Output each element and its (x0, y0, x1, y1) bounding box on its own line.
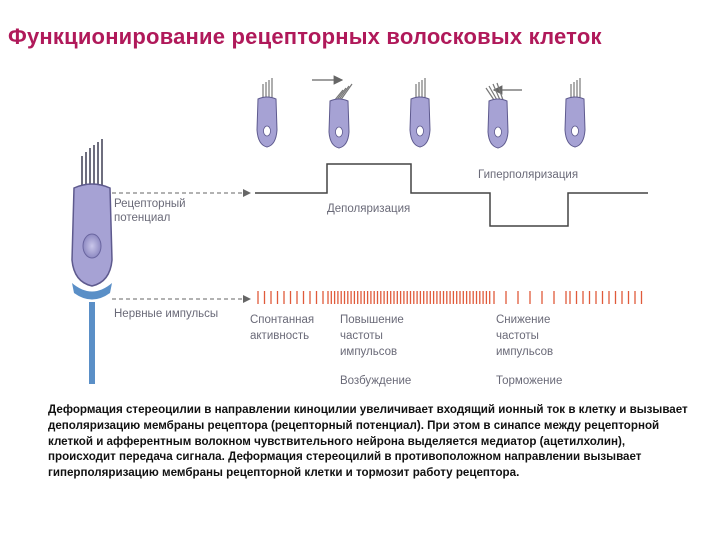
small-hair-cell-2-icon (312, 75, 353, 149)
nerve-impulse-train (257, 291, 643, 304)
label-decrease-frequency: Снижение частоты импульсов (496, 314, 554, 358)
small-hair-cell-4-icon (485, 82, 522, 149)
stereocilia-icon (81, 139, 103, 186)
label-excitation: Возбуждение (340, 375, 411, 387)
small-hair-cell-1-icon (256, 78, 278, 148)
label-receptor-potential: Рецепторный потенциал (114, 198, 189, 224)
small-hair-cell-5-icon (564, 78, 586, 148)
label-inhibition: Торможение (496, 375, 562, 387)
receptor-potential-trace (255, 163, 648, 227)
label-spontaneous-activity: Спонтанная активность (250, 314, 317, 342)
large-hair-cell-icon (71, 139, 113, 384)
synapse-icon (72, 283, 112, 300)
label-increase-frequency: Повышение частоты импульсов (340, 314, 407, 358)
label-hyperpolarization: Гиперполяризация (478, 169, 578, 181)
nerve-fiber-icon (89, 302, 95, 384)
hair-cell-diagram: Рецепторный потенциал Нервные импульсы (71, 75, 648, 387)
page-title: Функционирование рецепторных волосковых … (8, 24, 602, 49)
small-hair-cell-3-icon (409, 78, 431, 148)
label-nerve-impulses: Нервные импульсы (114, 308, 218, 320)
caption-text: Деформация стереоцилии в направлении кин… (48, 403, 688, 480)
nucleus-icon (82, 233, 102, 259)
label-depolarization: Деполяризация (327, 203, 410, 215)
